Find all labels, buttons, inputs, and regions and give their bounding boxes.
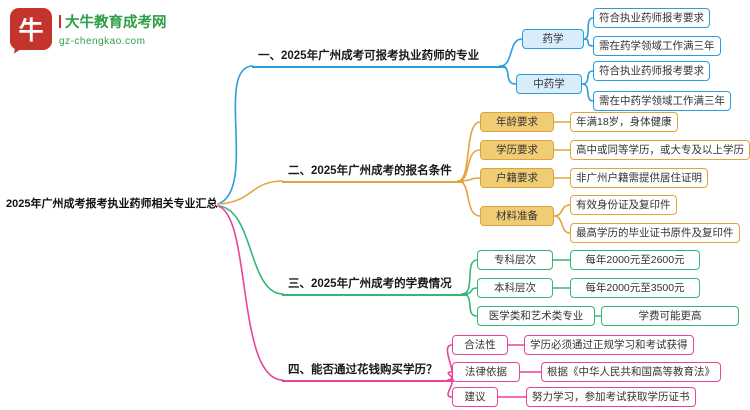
- logo-icon: 牛: [10, 8, 52, 50]
- root-topic: 2025年广州成考报考执业药师相关专业汇总: [6, 198, 218, 210]
- leaf-legality: 学历必须通过正规学习和考试获得: [524, 335, 694, 355]
- leaf-junior-fee: 每年2000元至2600元: [570, 250, 700, 270]
- node-residency-requirement: 户籍要求: [480, 168, 554, 188]
- leaf-materials-2: 最高学历的毕业证书原件及复印件: [570, 223, 740, 243]
- node-age-requirement: 年龄要求: [480, 112, 554, 132]
- site-name-row: 大牛教育成考网: [59, 11, 167, 32]
- node-legality: 合法性: [452, 335, 508, 355]
- node-advice: 建议: [452, 387, 498, 407]
- node-junior-college: 专科层次: [477, 250, 553, 270]
- leaf-tcm-2: 需在中药学领域工作满三年: [593, 91, 731, 111]
- leaf-advice: 努力学习，参加考试获取学历证书: [526, 387, 696, 407]
- branch-1-heading: 一、2025年广州成考可报考执业药师的专业: [252, 48, 506, 68]
- leaf-education: 高中或同等学历，或大专及以上学历: [570, 140, 750, 160]
- node-legal-basis: 法律依据: [452, 362, 520, 382]
- node-materials: 材料准备: [480, 206, 554, 226]
- node-tcm-pharmacy: 中药学: [516, 74, 582, 94]
- leaf-pharmacy-1: 符合执业药师报考要求: [593, 8, 710, 28]
- branch-4-heading: 四、能否通过花钱购买学历？: [282, 362, 454, 382]
- node-bachelor: 本科层次: [477, 278, 553, 298]
- leaf-bachelor-fee: 每年2000元至3500元: [570, 278, 700, 298]
- leaf-higher-fee: 学费可能更高: [601, 306, 739, 326]
- leaf-legal-basis: 根据《中华人民共和国高等教育法》: [541, 362, 721, 382]
- branch-3-heading: 三、2025年广州成考的学费情况: [282, 276, 468, 296]
- leaf-residency: 非广州户籍需提供居住证明: [570, 168, 708, 188]
- leaf-materials-1: 有效身份证及复印件: [570, 195, 677, 215]
- leaf-age: 年满18岁，身体健康: [570, 112, 678, 132]
- leaf-pharmacy-2: 需在药学领域工作满三年: [593, 36, 721, 56]
- logo-icon-glyph: 牛: [18, 17, 44, 45]
- node-pharmacy: 药学: [522, 29, 584, 49]
- branch-4-connectors: [217, 205, 542, 398]
- logo-divider-bar: [59, 15, 61, 28]
- site-url: gz-chengkao.com: [59, 36, 146, 47]
- branch-2-heading: 二、2025年广州成考的报名条件: [282, 163, 464, 183]
- site-logo: 牛 大牛教育成考网 gz-chengkao.com: [10, 8, 167, 50]
- node-medical-art-majors: 医学类和艺术类专业: [477, 306, 595, 326]
- leaf-tcm-1: 符合执业药师报考要求: [593, 61, 710, 81]
- node-education-requirement: 学历要求: [480, 140, 554, 160]
- logo-text-block: 大牛教育成考网 gz-chengkao.com: [59, 8, 167, 47]
- site-name: 大牛教育成考网: [65, 15, 167, 31]
